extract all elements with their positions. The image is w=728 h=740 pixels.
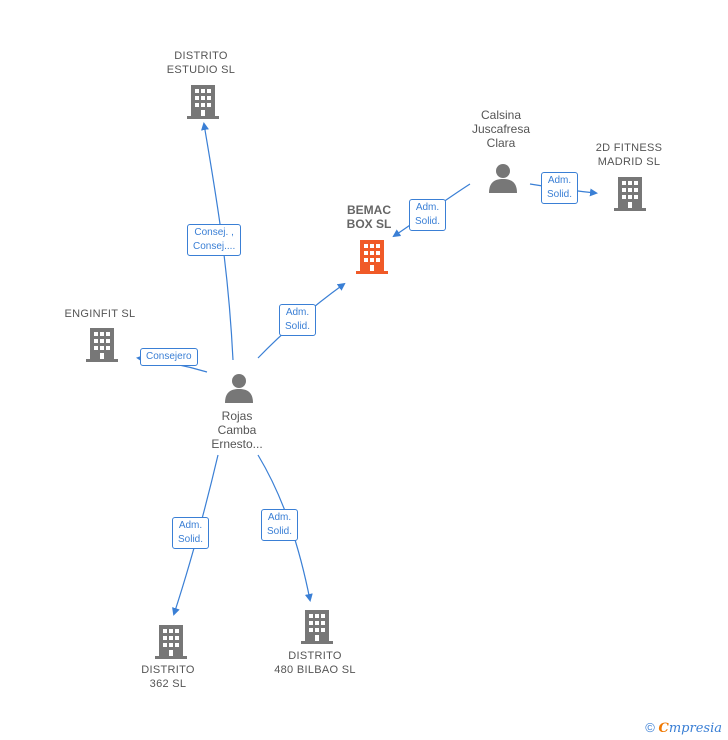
edge-label-line2: Solid. [547,189,573,200]
person-icon[interactable] [488,163,518,193]
edge-label-consej[interactable]: Consej. , Consej.... [187,224,242,256]
building-icon[interactable] [86,328,118,362]
distrito-362-label[interactable]: DISTRITO 362 SL [122,663,214,691]
brand-initial: C [658,721,669,736]
building-icon[interactable] [301,610,333,644]
calsina-label[interactable]: Calsina Juscafresa Clara [455,108,547,150]
building-icon[interactable] [614,177,646,211]
rojas-line1: Rojas [221,409,253,423]
edge-label-line1: Consejero [146,351,192,362]
brand-logo: Cmpresia [659,721,723,736]
edge-label-consej-line2: Consej.... [193,241,236,252]
edge-label-adm-362[interactable]: Adm. Solid. [172,517,210,549]
footer-brand: © Cmpresia [645,720,722,736]
edge-label-adm-bemac-rojas[interactable]: Adm. Solid. [279,304,317,336]
enginfit-line1: ENGINFIT SL [64,308,136,320]
edge-label-line1: Adm. [415,202,440,213]
edge-label-line2: Solid. [415,216,441,227]
building-icon[interactable] [155,625,187,659]
distrito-362-line1: DISTRITO [141,664,195,676]
distrito-estudio-line2: ESTUDIO SL [166,64,236,76]
edge-label-line1: Adm. [178,520,203,531]
distrito-480-label[interactable]: DISTRITO 480 BILBAO SL [260,649,370,677]
rojas-line3: Ernesto... [211,437,263,451]
edge-label-line2: Solid. [285,321,311,332]
enginfit-label[interactable]: ENGINFIT SL [54,307,146,321]
edge-label-adm-480[interactable]: Adm. Solid. [261,509,299,541]
calsina-line1: Calsina [480,108,522,122]
edge-label-line2: Solid. [267,526,293,537]
person-icon[interactable] [224,373,254,403]
building-icon[interactable] [187,85,219,119]
rojas-label[interactable]: Rojas Camba Ernesto... [191,409,283,451]
distrito-estudio-label[interactable]: DISTRITO ESTUDIO SL [155,49,247,77]
bemac-label[interactable]: BEMAC BOX SL [326,203,412,231]
edge-label-consejero[interactable]: Consejero [140,348,198,366]
edge-label-adm-fitness[interactable]: Adm. Solid. [541,172,579,204]
edge-label-line1: Adm. [285,307,310,318]
edge-label-line1: Adm. [547,175,572,186]
bemac-line1: BEMAC [347,203,391,217]
fitness-line1: 2D FITNESS [595,142,663,154]
edge-label-adm-bemac-calsina[interactable]: Adm. Solid. [409,199,447,231]
fitness-line2: MADRID SL [597,156,661,168]
edge-label-line1: Adm. [267,512,292,523]
copyright-icon: © [645,720,655,735]
calsina-line3: Clara [486,136,516,150]
edge-label-consej-line1: Consej. , [194,227,234,238]
fitness-label[interactable]: 2D FITNESS MADRID SL [583,141,675,169]
distrito-480-line2: 480 BILBAO SL [274,664,356,676]
distrito-estudio-line1: DISTRITO [174,50,228,62]
calsina-line2: Juscafresa [471,122,531,136]
distrito-362-line2: 362 SL [149,678,187,690]
rojas-line2: Camba [217,423,257,437]
edge-label-line2: Solid. [178,534,204,545]
building-icon[interactable] [356,240,388,274]
distrito-480-line1: DISTRITO [288,650,342,662]
bemac-line2: BOX SL [346,217,392,231]
brand-rest: mpresia [668,721,722,736]
